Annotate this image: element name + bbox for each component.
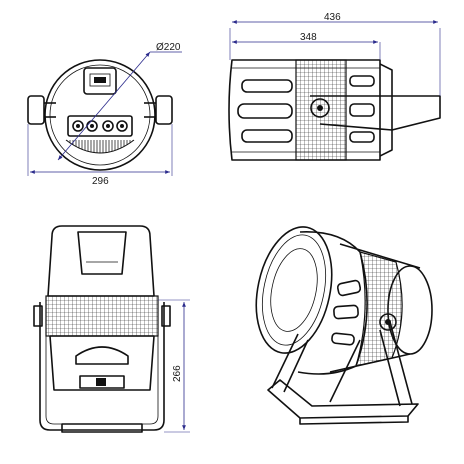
front-width-label: 296 (92, 176, 109, 187)
front-view (27, 51, 182, 171)
side-view (228, 20, 441, 161)
height-label: 266 (172, 365, 183, 382)
rear-view (33, 225, 190, 433)
isometric-view (255, 226, 433, 425)
front-width-dimension (27, 124, 173, 176)
overall-length-label: 436 (324, 12, 341, 23)
body-length-label: 348 (300, 32, 317, 43)
diameter-label: Ø220 (156, 42, 181, 53)
